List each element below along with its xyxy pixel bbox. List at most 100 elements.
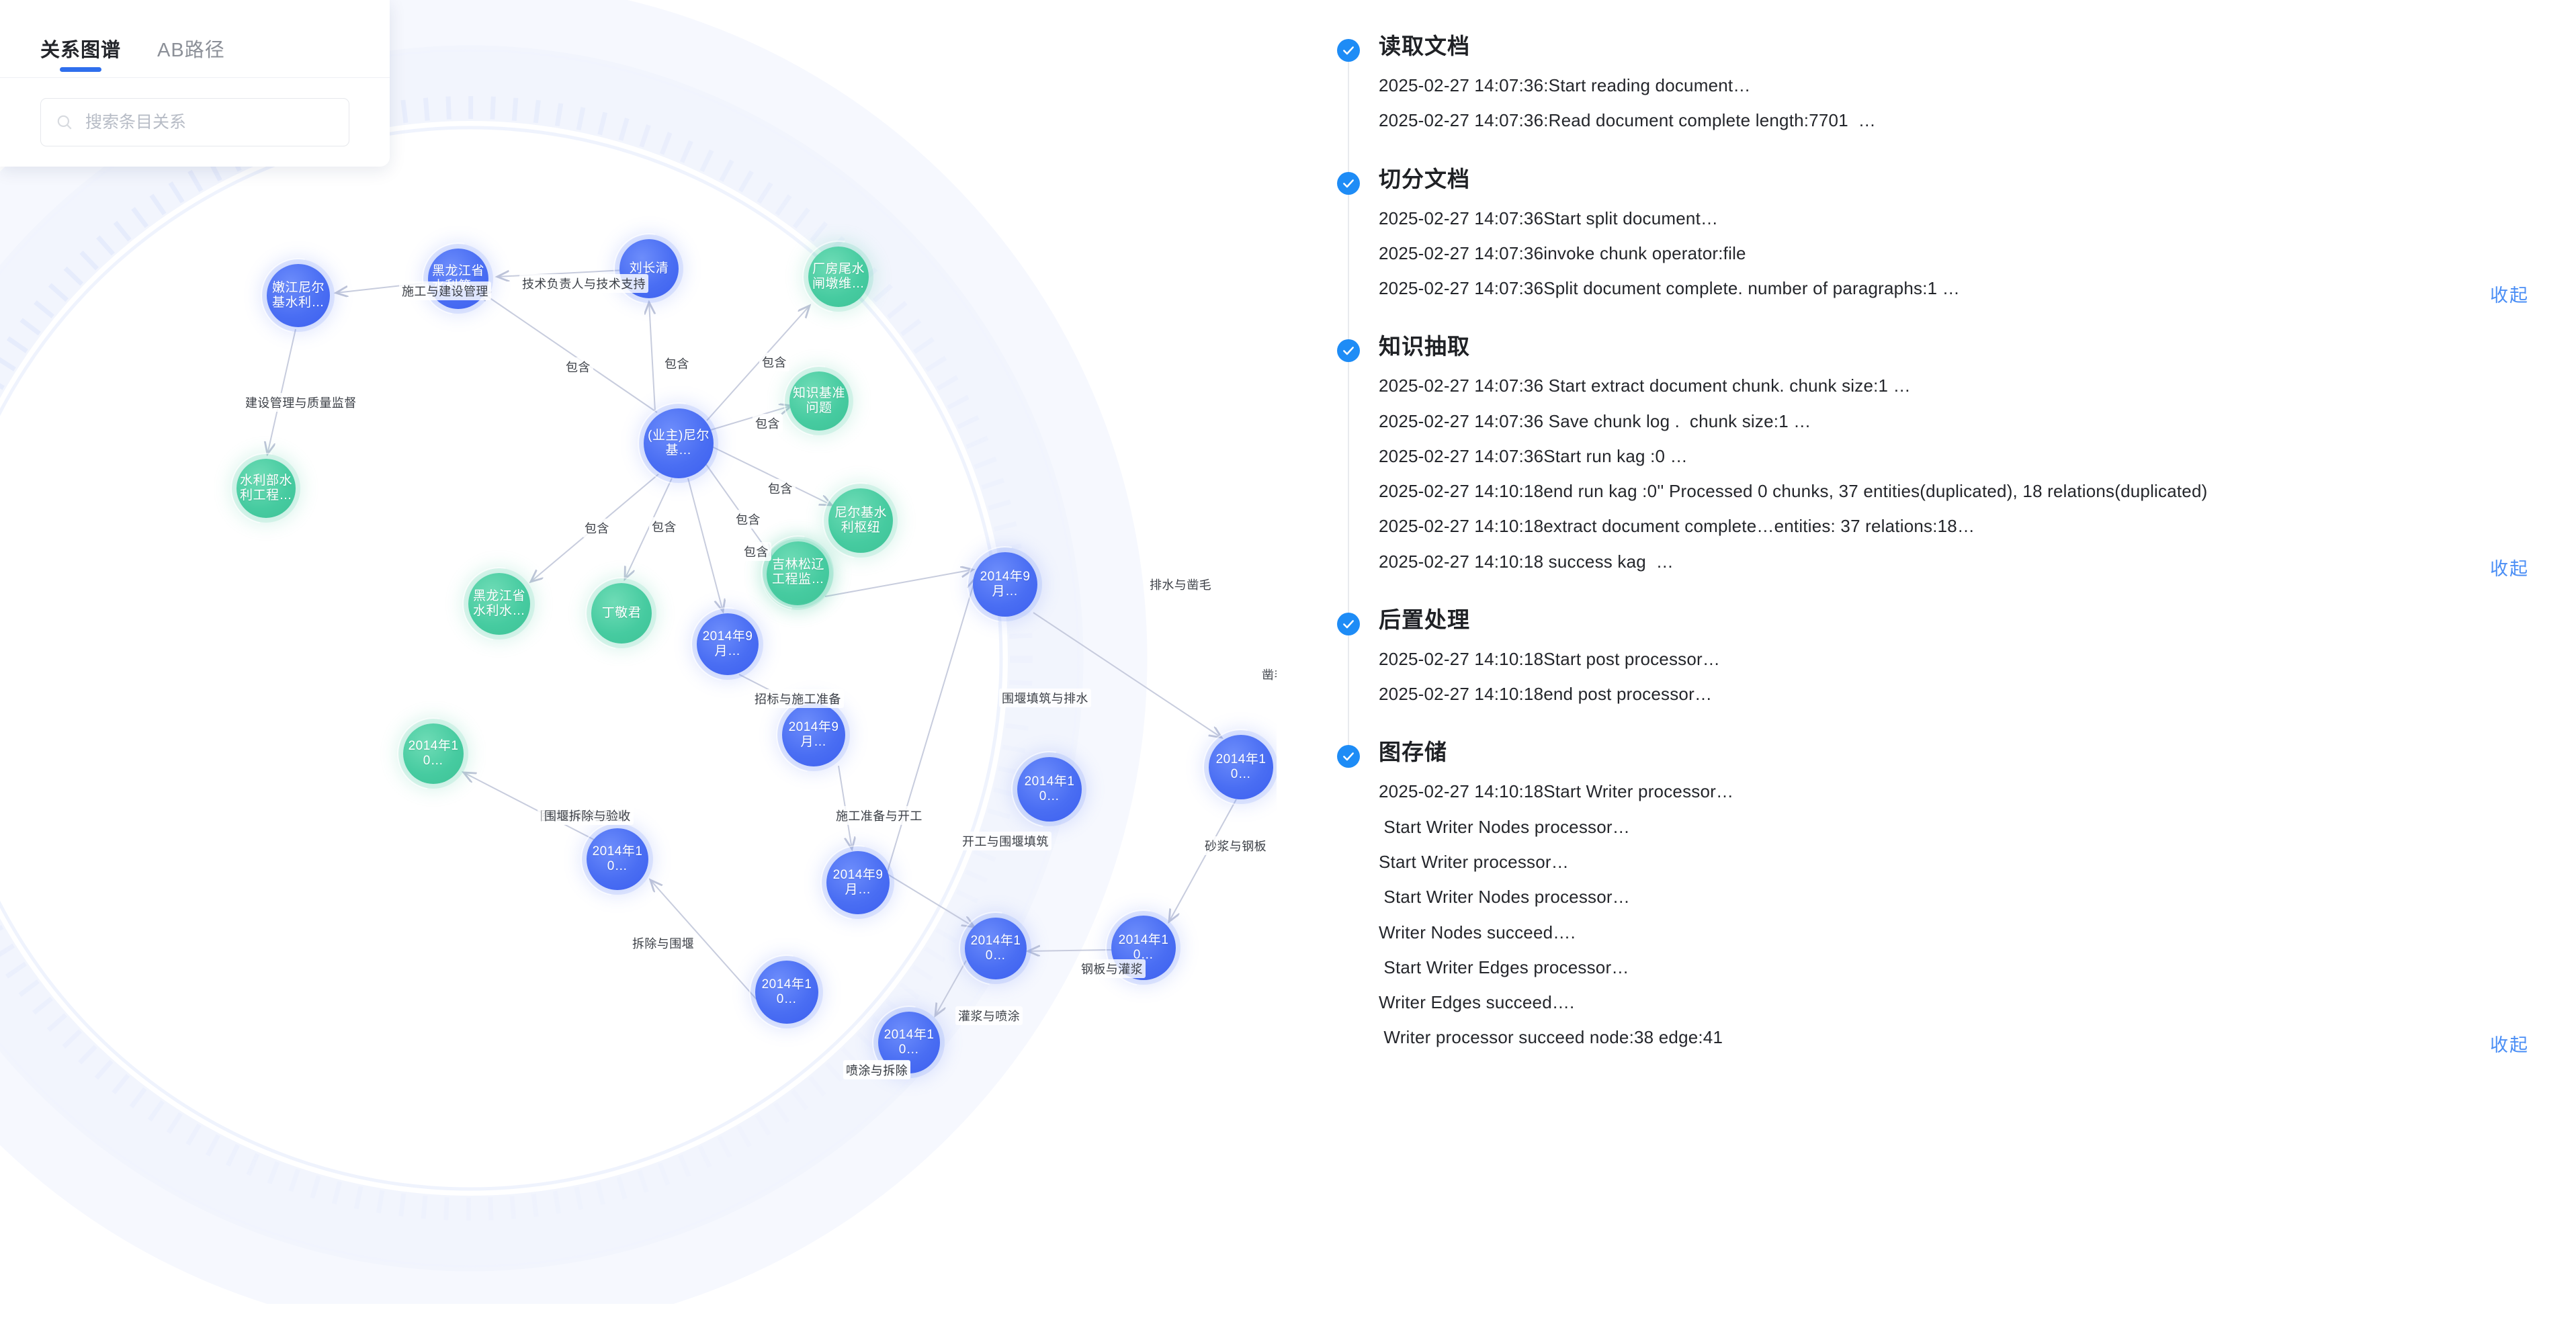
tab-relationship-graph[interactable]: 关系图谱	[40, 34, 121, 77]
log-line: Writer processor succeed node:38 edge:41	[1379, 1027, 1723, 1048]
graph-edge-label: 凿毛与砂浆	[1259, 665, 1277, 684]
check-circle-icon	[1337, 745, 1360, 768]
log-line: 2025-02-27 14:10:18extract document comp…	[1379, 516, 1975, 537]
graph-node[interactable]: 厂房尾水闸墩维…	[787, 226, 890, 328]
graph-edge-label: 拆除与围堰	[630, 934, 697, 953]
graph-node[interactable]: 水利部水利工程…	[216, 439, 316, 538]
graph-edge-label: 包含	[582, 519, 612, 537]
graph-node[interactable]: 尼尔基水利枢纽	[807, 467, 914, 574]
graph-node[interactable]: 2014年10…	[944, 897, 1047, 1000]
log-line: 2025-02-27 14:07:36 Start extract docume…	[1379, 376, 1911, 396]
graph-edge-label: 技术负责人与技术支持	[519, 274, 648, 293]
log-line: 2025-02-27 14:07:36 Save chunk log . chu…	[1379, 410, 1811, 431]
timeline-rail	[1348, 175, 1349, 357]
graph-search-wrap	[0, 78, 390, 146]
log-line: 2025-02-27 14:10:18Start post processor…	[1379, 648, 1721, 669]
log-stage-title: 知识抽取	[1379, 334, 1470, 359]
graph-node-label: 2014年10…	[1118, 932, 1169, 962]
graph-tabs[interactable]: 关系图谱 AB路径	[0, 0, 390, 78]
graph-node-label: 2014年9月…	[702, 629, 753, 658]
check-circle-icon	[1337, 612, 1360, 635]
graph-node-label: (业主)尼尔基…	[648, 428, 710, 457]
graph-edge-label: 围堰填筑与排水	[999, 689, 1091, 707]
timeline-rail	[1348, 43, 1349, 189]
graph-node[interactable]: 丁敬君	[570, 562, 673, 664]
graph-node-layer[interactable]: 嫩江尼尔基水利…黑龙江省水利第…刘长清厂房尾水闸墩维…水利部水利工程…知识基准问…	[0, 0, 1277, 1304]
log-line: Start Writer Nodes processor…	[1379, 816, 1630, 837]
tab-ab-path[interactable]: AB路径	[157, 40, 225, 61]
log-stage: 读取文档 2025-02-27 14:07:36:Start reading do…	[1337, 34, 2529, 189]
graph-edge-label: 开工与围堰填筑	[959, 832, 1051, 850]
graph-node-label: 厂房尾水闸墩维…	[812, 261, 865, 291]
log-stage-body: 2025-02-27 14:07:36 Start extract docume…	[1379, 375, 2529, 607]
check-circle-icon	[1337, 39, 1360, 62]
graph-node[interactable]: 知识基准问题	[769, 351, 869, 451]
log-stage-body: 2025-02-27 14:07:36:Start reading docume…	[1379, 75, 2529, 167]
timeline-rail	[1348, 343, 1349, 630]
graph-node[interactable]: 2014年9月…	[676, 592, 779, 696]
graph-edge-label: 招标与施工准备	[752, 689, 844, 708]
graph-node-label: 嫩江尼尔基水利…	[271, 280, 325, 310]
graph-node-label: 2014年10…	[1215, 752, 1266, 781]
graph-node-label: 2014年10…	[761, 977, 812, 1006]
graph-node[interactable]: 2014年10…	[996, 736, 1103, 843]
graph-node-label: 2014年9月…	[788, 719, 839, 749]
graph-node[interactable]: 嫩江尼尔基水利…	[246, 243, 351, 348]
graph-edge-label: 包含	[563, 357, 593, 376]
graph-edge-label: 灌浆与喷涂	[955, 1006, 1023, 1025]
graph-node-label: 知识基准问题	[793, 386, 846, 415]
graph-edge-label: 喷涂与拆除	[843, 1061, 910, 1079]
graph-node-label: 2014年10…	[408, 738, 459, 768]
log-line: 2025-02-27 14:10:18 success kag …	[1379, 551, 1674, 572]
collapse-link[interactable]: 收起	[2490, 285, 2529, 306]
graph-node[interactable]: 2014年9月…	[951, 531, 1059, 638]
graph-node[interactable]: 2014年10…	[1187, 713, 1277, 821]
search-icon	[57, 115, 72, 130]
graph-edge-label: 包含	[759, 353, 789, 371]
log-stage-title: 切分文档	[1379, 166, 1470, 191]
graph-node-label: 尼尔基水利枢纽	[834, 505, 887, 535]
log-stage-title: 读取文档	[1379, 34, 1470, 58]
log-line: Start Writer Edges processor…	[1379, 957, 1629, 977]
graph-node[interactable]: 2014年10…	[566, 807, 669, 911]
log-stage: 知识抽取 2025-02-27 14:07:36 Start extract do…	[1337, 334, 2529, 630]
graph-node-label: 2014年10…	[592, 844, 643, 873]
graph-node-label: 2014年10…	[884, 1027, 935, 1057]
graph-node-label: 2014年10…	[1024, 774, 1075, 803]
graph-edge-label: 包含	[649, 517, 679, 536]
log-line: 2025-02-27 14:07:36Start run kag :0 …	[1379, 445, 1688, 466]
search-input[interactable]	[84, 112, 334, 133]
graph-node[interactable]: 2014年10…	[382, 703, 484, 805]
graph-node-label: 吉林松辽工程监…	[771, 557, 824, 586]
search-box[interactable]	[40, 98, 349, 146]
graph-node[interactable]: (业主)尼尔基…	[621, 386, 736, 500]
log-line: 2025-02-27 14:07:36:Start reading docume…	[1379, 75, 1751, 95]
log-line: 2025-02-27 14:07:36Split document comple…	[1379, 278, 1960, 299]
log-line: 2025-02-27 14:10:18end run kag :0'' Proc…	[1379, 481, 2208, 502]
log-line: Writer Edges succeed….	[1379, 992, 1575, 1013]
log-line: 2025-02-27 14:07:36Start split document…	[1379, 208, 1719, 228]
graph-node-label: 丁敬君	[601, 605, 642, 620]
graph-edge-label: 包含	[733, 510, 763, 529]
graph-edge-label: 包含	[753, 414, 783, 433]
check-circle-icon	[1337, 171, 1360, 195]
log-stage-body: 2025-02-27 14:07:36Start split document……	[1379, 208, 2529, 335]
collapse-link[interactable]: 收起	[2490, 558, 2529, 579]
collapse-link[interactable]: 收起	[2490, 1034, 2529, 1055]
graph-node[interactable]: 2014年10…	[734, 940, 839, 1045]
graph-node[interactable]: 吉林松辽工程监…	[746, 521, 850, 624]
graph-node[interactable]: 2014年9月…	[761, 682, 866, 787]
graph-edge-label: 钢板与灌浆	[1078, 959, 1146, 978]
relationship-graph-panel[interactable]: 嫩江尼尔基水利…黑龙江省水利第…刘长清厂房尾水闸墩维…水利部水利工程…知识基准问…	[0, 0, 1277, 1304]
log-line: 2025-02-27 14:10:18end post processor…	[1379, 684, 1713, 705]
log-stage-body: 2025-02-27 14:10:18Start Writer processo…	[1379, 781, 2529, 1083]
log-stage-body: 2025-02-27 14:10:18Start post processor……	[1379, 648, 2529, 740]
graph-node[interactable]: 黑龙江省水利水…	[447, 552, 551, 656]
graph-edge-label: 包含	[765, 479, 796, 498]
graph-node[interactable]: 2014年9月…	[806, 830, 910, 935]
log-line: Start Writer Nodes processor…	[1379, 887, 1630, 908]
log-line: 2025-02-27 14:10:18Start Writer processo…	[1379, 781, 1734, 802]
